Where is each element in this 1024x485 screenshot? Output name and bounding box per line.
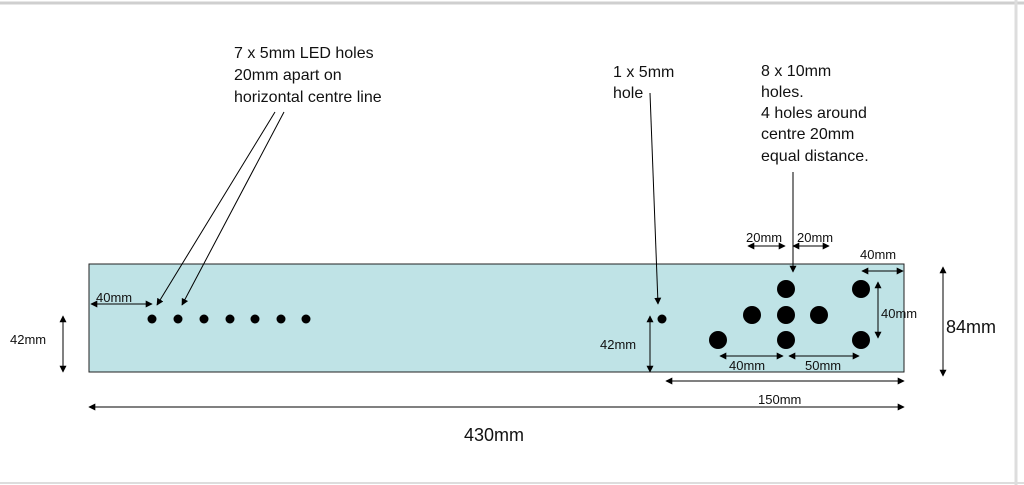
large-holes-annotation-line4: centre 20mm <box>761 126 854 143</box>
dim-left-height-label: 42mm <box>10 332 46 347</box>
led-hole <box>199 314 209 324</box>
small-hole-leader <box>649 92 662 305</box>
dim-top-right-label: 40mm <box>860 247 896 262</box>
led-annotation-line1: 7 x 5mm LED holes <box>234 45 374 62</box>
dim-centre-left-label: 20mm <box>746 230 782 245</box>
led-holes-group <box>147 314 311 324</box>
large-hole-centre <box>777 306 795 324</box>
led-hole <box>276 314 286 324</box>
dim-right-vertical-label: 40mm <box>881 306 917 321</box>
large-holes-annotation-line5: equal distance. <box>761 148 869 165</box>
large-holes-annotation-line2: holes. <box>761 84 804 101</box>
large-holes-annotation-line3: 4 holes around <box>761 105 867 122</box>
large-hole-top <box>777 280 795 298</box>
dim-bottom-left-label: 40mm <box>729 358 765 373</box>
dim-panel-height-label: 84mm <box>946 317 996 337</box>
led-hole <box>250 314 260 324</box>
led-leader-2 <box>181 111 285 306</box>
led-annotation-line3: horizontal centre line <box>234 89 382 106</box>
large-hole-bottom <box>777 331 795 349</box>
large-hole-far-left <box>709 331 727 349</box>
led-hole <box>225 314 235 324</box>
led-hole <box>301 314 311 324</box>
dim-left-offset-label: 40mm <box>96 290 132 305</box>
dim-centre-right-label: 20mm <box>797 230 833 245</box>
large-hole-left <box>743 306 761 324</box>
led-leader-1 <box>156 111 276 306</box>
large-hole-right <box>810 306 828 324</box>
large-holes-annotation-line1: 8 x 10mm <box>761 63 831 80</box>
led-annotation-line2: 20mm apart on <box>234 67 342 84</box>
dim-right-section-label: 150mm <box>758 392 801 407</box>
small-hole-annotation-line1: 1 x 5mm <box>613 64 674 81</box>
small-hole <box>657 314 667 324</box>
large-hole-bottom-right <box>852 331 870 349</box>
led-hole <box>173 314 183 324</box>
small-hole-annotation-line2: hole <box>613 85 643 102</box>
dim-bottom-right-label: 50mm <box>805 358 841 373</box>
dim-small-height-label: 42mm <box>600 337 636 352</box>
dim-total-length-label: 430mm <box>464 425 524 445</box>
led-hole <box>147 314 157 324</box>
large-hole-top-right <box>852 280 870 298</box>
large-holes-group <box>709 280 870 349</box>
